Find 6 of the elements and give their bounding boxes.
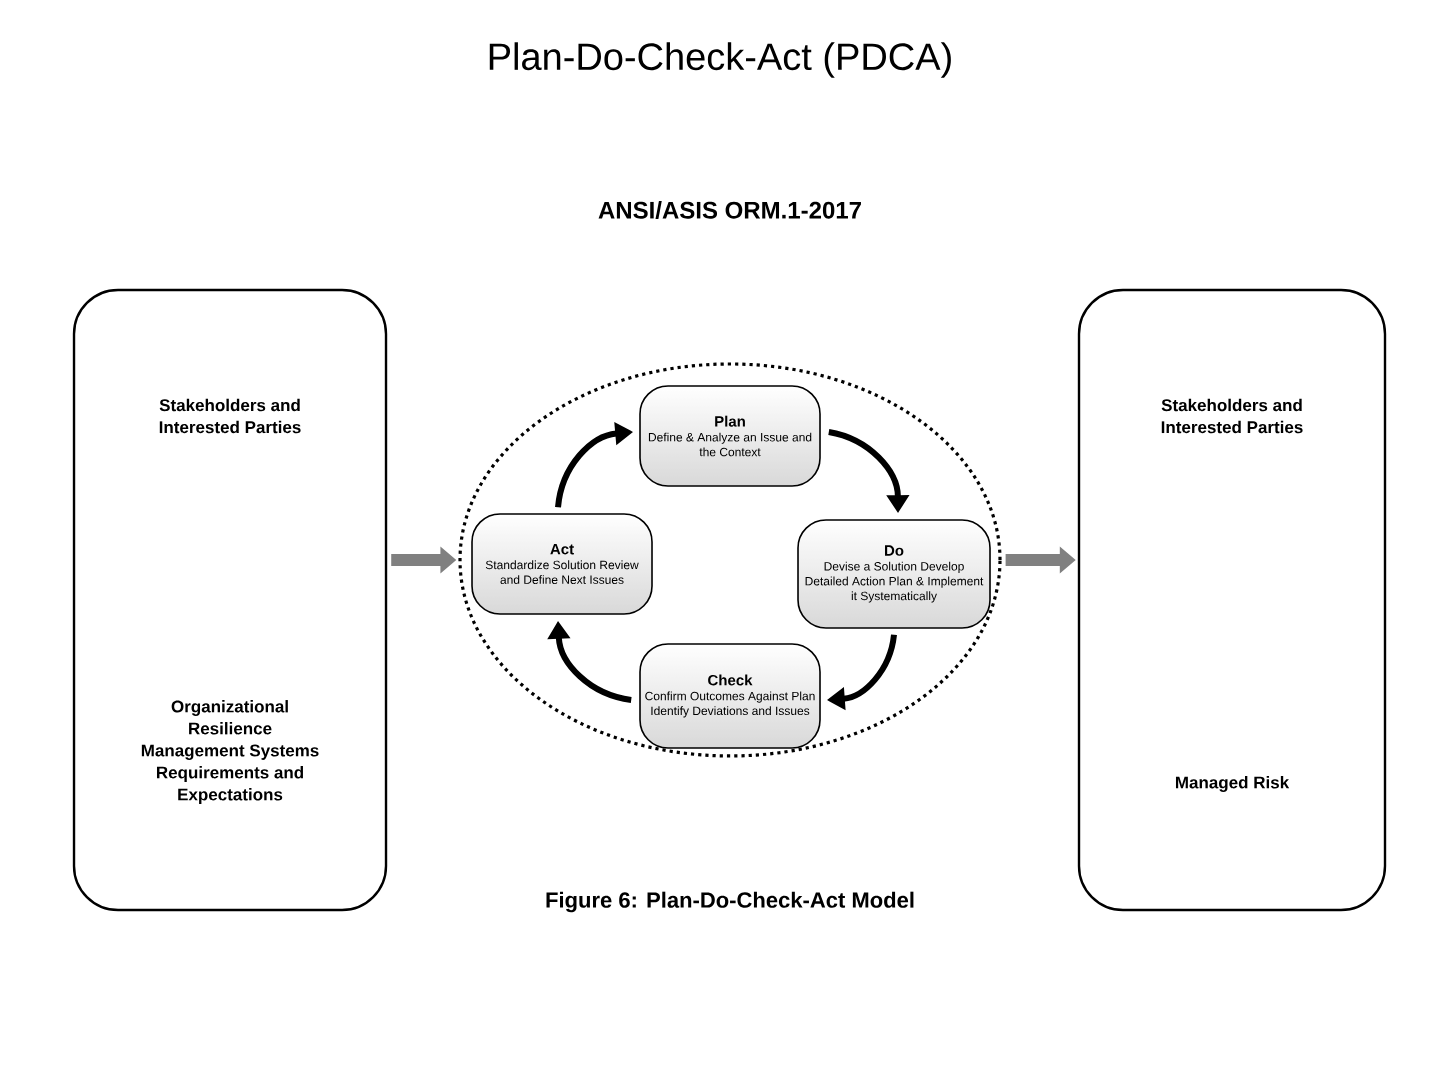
title: Plan-Do-Check-Act (PDCA) xyxy=(489,42,951,78)
standard-label: ANSI/ASIS ORM.1-2017 xyxy=(598,201,861,219)
caption: Figure 6: Plan-Do-Check-Act Model xyxy=(546,891,914,913)
stakeholder-box: Stakeholders and Interested Parties Organizational Resilience Management Systems Requirements and Expectations xyxy=(72,288,388,912)
dotted-ellipse xyxy=(458,362,1002,758)
stakeholder-box: Stakeholders and Interested Parties Managed Risk xyxy=(1077,288,1387,912)
